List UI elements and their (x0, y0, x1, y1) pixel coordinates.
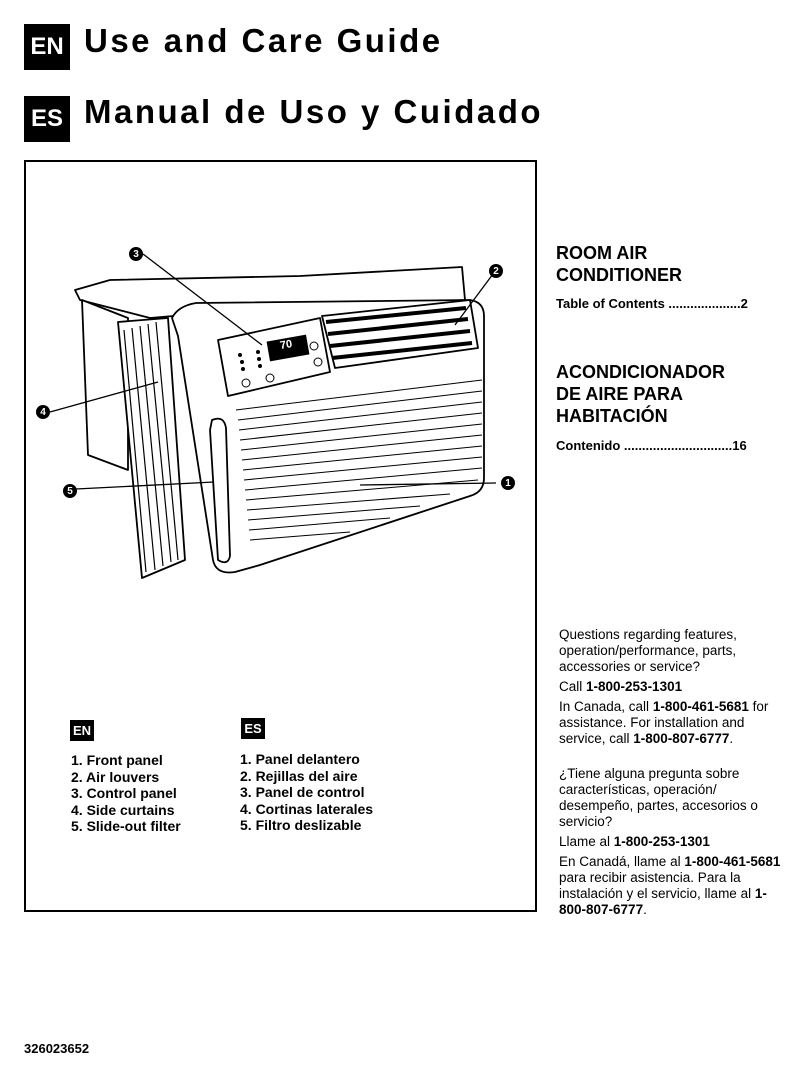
list-item: 3. Control panel (71, 785, 177, 801)
list-item: 1. Panel delantero (240, 751, 360, 767)
air-louvers (325, 306, 473, 360)
list-item: 5. Filtro deslizable (240, 817, 362, 833)
air-conditioner-illustration (49, 253, 497, 579)
temperature-display (266, 334, 310, 362)
curtain-pleats (123, 321, 179, 573)
es-title: Manual de Uso y Cuidado (84, 93, 544, 130)
list-item: 3. Panel de control (240, 784, 365, 800)
callout-1: 1 (501, 476, 515, 490)
control-buttons (238, 341, 323, 388)
parts-list-en: 1. Front panel 2. Air louvers 3. Control… (71, 752, 181, 835)
parts-en-badge: EN (70, 720, 94, 741)
contact-question-es: ¿Tiene alguna pregunta sobre característ… (559, 766, 758, 829)
contact-canada-en: In Canada, call 1-800-461-5681 for assis… (559, 699, 769, 746)
illustration-frame (24, 160, 537, 912)
es-product-heading: ACONDICIONADOR DE AIRE PARA HABITACIÓN (556, 362, 725, 426)
parts-list-es: 1. Panel delantero 2. Rejillas del aire … (240, 751, 373, 834)
en-title: Use and Care Guide (84, 22, 443, 59)
callout-4: 4 (36, 405, 50, 419)
contact-question-en: Questions regarding features, operation/… (559, 627, 737, 674)
list-item: 1. Front panel (71, 752, 163, 768)
es-toc-link[interactable]: Contenido ..............................… (556, 438, 747, 453)
contact-info-en: Questions regarding features, operation/… (559, 627, 791, 751)
list-item: 4. Cortinas laterales (240, 800, 374, 817)
filter-handle-shape (209, 417, 231, 564)
contact-call-es: Llame al 1-800-253-1301 (559, 834, 710, 849)
en-product-heading: ROOM AIR CONDITIONER (556, 243, 682, 285)
callout-3: 3 (129, 247, 143, 261)
list-item: 2. Rejillas del aire (240, 767, 358, 784)
callout-2: 2 (489, 264, 503, 278)
callout-leaders (49, 253, 497, 490)
document-number: 326023652 (24, 1041, 90, 1056)
en-language-badge: EN (24, 24, 70, 70)
list-item: 5. Slide-out filter (71, 818, 181, 834)
contact-call-en: Call 1-800-253-1301 (559, 679, 683, 694)
contact-canada-es: En Canadá, llame al 1-800-461-5681 para … (559, 854, 781, 917)
es-language-badge: ES (24, 96, 70, 142)
display-readout: 70 (279, 338, 294, 352)
contact-info-es: ¿Tiene alguna pregunta sobre característ… (559, 766, 791, 922)
list-item: 4. Side curtains (71, 801, 175, 818)
cabinet-side (81, 299, 129, 471)
list-item: 2. Air louvers (71, 768, 160, 785)
parts-es-badge: ES (241, 718, 265, 739)
en-toc-link[interactable]: Table of Contents ....................2 (556, 296, 748, 311)
callout-5: 5 (63, 484, 77, 498)
